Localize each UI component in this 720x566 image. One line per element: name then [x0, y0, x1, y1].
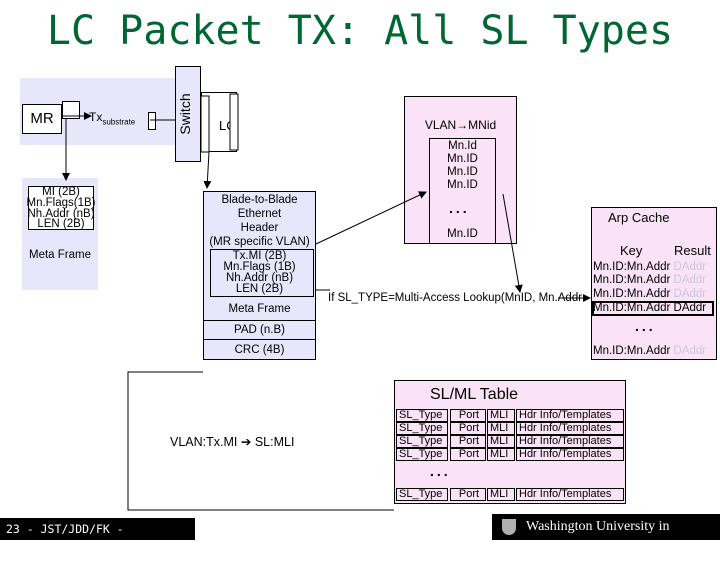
vlan-dots: ... — [449, 200, 470, 216]
slml-table — [394, 380, 626, 504]
slml-row-2-col-1: Port — [450, 422, 486, 435]
slml-row-3-col-0: SL_Type — [396, 435, 448, 448]
mr-box: MR — [22, 104, 62, 134]
vlan-row-4: Mn.ID — [447, 179, 478, 191]
arp-row-1: Mn.ID:Mn.Addr DAddr — [593, 261, 707, 273]
left-field-mnflags: Mn.Flags(1B) — [26, 197, 96, 209]
blade-meta-frame: Meta Frame — [228, 303, 291, 315]
arp-row-2: Mn.ID:Mn.Addr DAddr — [593, 274, 707, 286]
page-title: LC Packet TX: All SL Types — [46, 8, 674, 54]
blade-header-3: Header — [240, 222, 279, 234]
slml-row-3-col-1: Port — [450, 435, 486, 448]
vlan-mnid-list — [429, 138, 496, 244]
slml-row-2-col-0: SL_Type — [396, 422, 448, 435]
slml-row-1-col-1: Port — [450, 409, 486, 422]
slml-row-last-col-2: MLI — [487, 488, 515, 501]
vlan-mnid-title: VLAN→MNid — [424, 118, 497, 132]
blade-header-1: Blade-to-Blade — [221, 194, 298, 206]
blade-header-4: (MR specific VLAN) — [209, 236, 310, 248]
arp-key-header: Key — [620, 243, 643, 258]
blade-pad-box — [203, 320, 316, 340]
slml-row-2-col-2: MLI — [487, 422, 515, 435]
slml-row-4-col-3: Hdr Info/Templates — [516, 448, 624, 461]
blade-fields-box — [210, 249, 314, 297]
blade-field-len: LEN (2B) — [235, 283, 284, 295]
slml-row-2-col-3: Hdr Info/Templates — [516, 422, 624, 435]
blade-frame — [203, 191, 316, 360]
left-field-mi: MI (2B) — [42, 186, 80, 198]
slml-row-4-col-0: SL_Type — [396, 448, 448, 461]
blade-field-txmi: Tx.MI (2B) — [232, 250, 287, 262]
slml-row-4-col-1: Port — [450, 448, 486, 461]
vlan-row-last: Mn.ID — [447, 228, 478, 240]
blade-header-2: Ethernet — [237, 208, 282, 220]
connector-lines — [62, 93, 591, 511]
slml-row-last-col-1: Port — [450, 488, 486, 501]
vlan-row-2: Mn.ID — [447, 153, 478, 165]
arp-dots: ... — [635, 318, 656, 334]
vlan-mapping-text: VLAN:Tx.MI ➔ SL:MLI — [170, 435, 295, 449]
slml-row-3-col-2: MLI — [487, 435, 515, 448]
arp-row-4-highlight — [592, 301, 714, 316]
slml-row-3-col-3: Hdr Info/Templates — [516, 435, 624, 448]
blade-field-nhaddr: Nh.Addr (nB) — [225, 272, 294, 284]
tx-port — [148, 112, 156, 130]
slml-row-1-col-3: Hdr Info/Templates — [516, 409, 624, 422]
blade-crc: CRC (4B) — [234, 344, 285, 356]
arp-row-last: Mn.ID:Mn.Addr DAddr — [593, 345, 707, 357]
arp-result-header: Result — [674, 243, 711, 258]
arp-row-3: Mn.ID:Mn.Addr DAddr — [593, 288, 707, 300]
slml-row-1-col-2: MLI — [487, 409, 515, 422]
footer-slide-info: 23 - JST/JDD/FK - 12/31/2021 — [0, 518, 195, 558]
left-fields-box — [28, 186, 94, 230]
slml-row-4-col-2: MLI — [487, 448, 515, 461]
left-field-len: LEN (2B) — [37, 218, 85, 230]
lookup-text: If SL_TYPE=Multi-Access Lookup(MnID, Mn.… — [328, 292, 583, 304]
slml-row-last-col-0: SL_Type — [396, 488, 448, 501]
slml-row-1-col-0: SL_Type — [396, 409, 448, 422]
left-meta-frame: Meta Frame — [29, 249, 91, 261]
mr-label: MR — [30, 110, 54, 127]
arp-row-4: Mn.ID:Mn.Addr DAddr — [593, 302, 707, 314]
arp-cache-title: Arp Cache — [608, 210, 670, 225]
arp-cache-table — [591, 207, 717, 360]
footer-university: Washington University in St.Louis — [492, 514, 720, 560]
vlan-row-1: Mn.Id — [448, 140, 477, 152]
left-field-nhaddr: Nh.Addr (nB) — [27, 208, 95, 220]
slml-dots: ... — [430, 463, 451, 479]
tx-label: Txsubstrate — [89, 110, 136, 127]
vlan-row-3: Mn.ID — [447, 166, 478, 178]
slml-row-last-col-3: Hdr Info/Templates — [516, 488, 624, 501]
mr-port — [62, 101, 80, 119]
blade-pad: PAD (n.B) — [234, 324, 285, 336]
switch-box — [175, 66, 201, 162]
slml-title: SL/ML Table — [430, 386, 519, 403]
university-shield-icon — [502, 519, 516, 535]
blade-field-mnflags: Mn.Flags (1B) — [223, 261, 296, 273]
